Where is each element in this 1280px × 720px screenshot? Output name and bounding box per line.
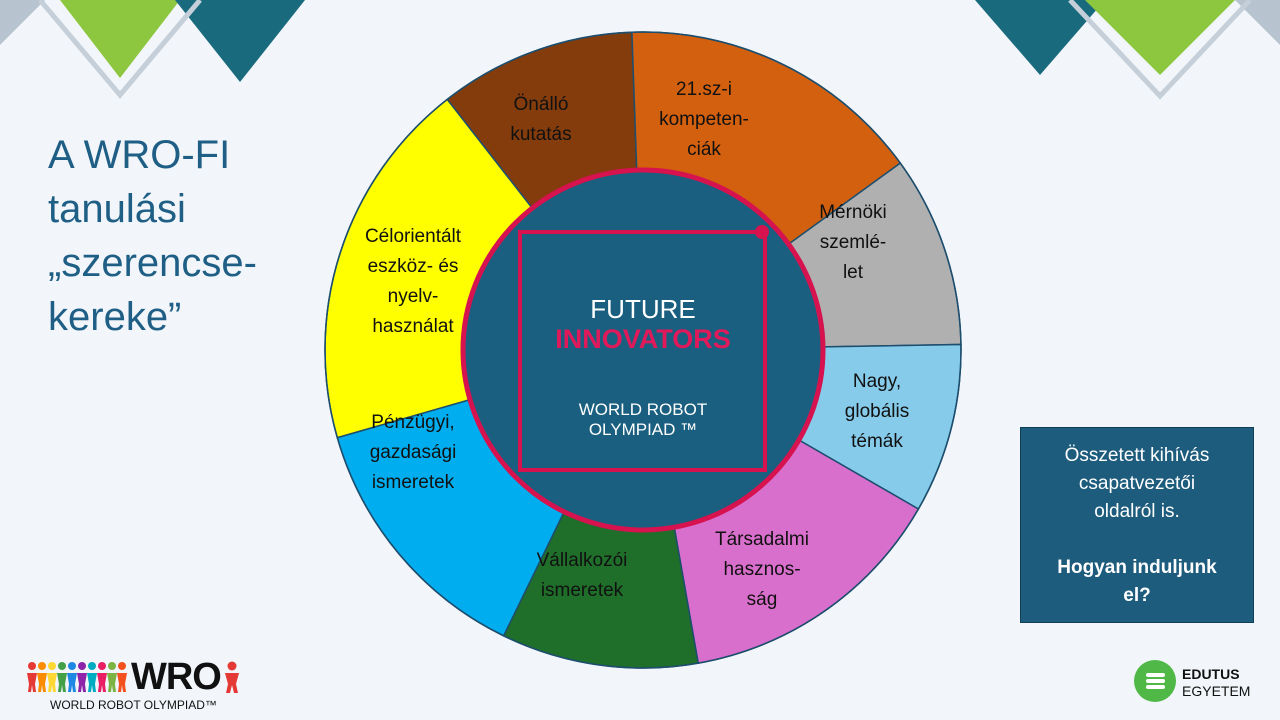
wro-red-figure [225,661,239,693]
wro-logo-word: WRO [131,656,222,698]
wro-figure [37,662,47,692]
wro-figure [87,662,97,692]
title-line: kereke” [48,295,182,339]
wro-figure [47,662,57,692]
edutus-mark-icon [1134,660,1176,702]
wro-logo-caption: WORLD ROBOT OLYMPIAD™ [50,698,217,712]
title-line: A WRO-FI [48,133,231,177]
center-square [518,230,767,472]
title-line: tanulási [48,187,186,231]
callout-question: Hogyan induljunk [1057,557,1217,578]
edutus-name: EDUTUS [1182,666,1240,682]
center-olympiad: OLYMPIAD ™ [589,420,697,439]
center-dot [755,225,769,239]
center-future: FUTURE [590,294,695,324]
page-title: A WRO-FI tanulási „szerencse- kereke” [48,128,308,344]
center-circle [460,167,826,533]
center-innovators: INNOVATORS [555,324,731,354]
title-line: „szerencse- [48,241,257,285]
callout-text: csapatvezetői [1078,473,1196,494]
wro-figure [57,662,67,692]
wro-figure [67,662,77,692]
center-wro: WORLD ROBOT [579,400,707,419]
edutus-logo: EDUTUS EGYETEM [1134,660,1264,704]
wro-figure [27,662,37,692]
outer-ring [324,31,962,669]
callout-box: Összetett kihívás csapatvezetői oldalról… [1020,427,1254,623]
callout-text: oldalról is. [1094,501,1180,522]
callout-text: Összetett kihívás [1064,445,1210,466]
wro-figure [77,662,87,692]
edutus-subtitle: EGYETEM [1182,683,1251,699]
wro-figure [117,662,127,692]
wro-figure [107,662,117,692]
wro-logo-figures [27,661,239,693]
callout-question: el? [1123,585,1151,606]
wro-figure [97,662,107,692]
